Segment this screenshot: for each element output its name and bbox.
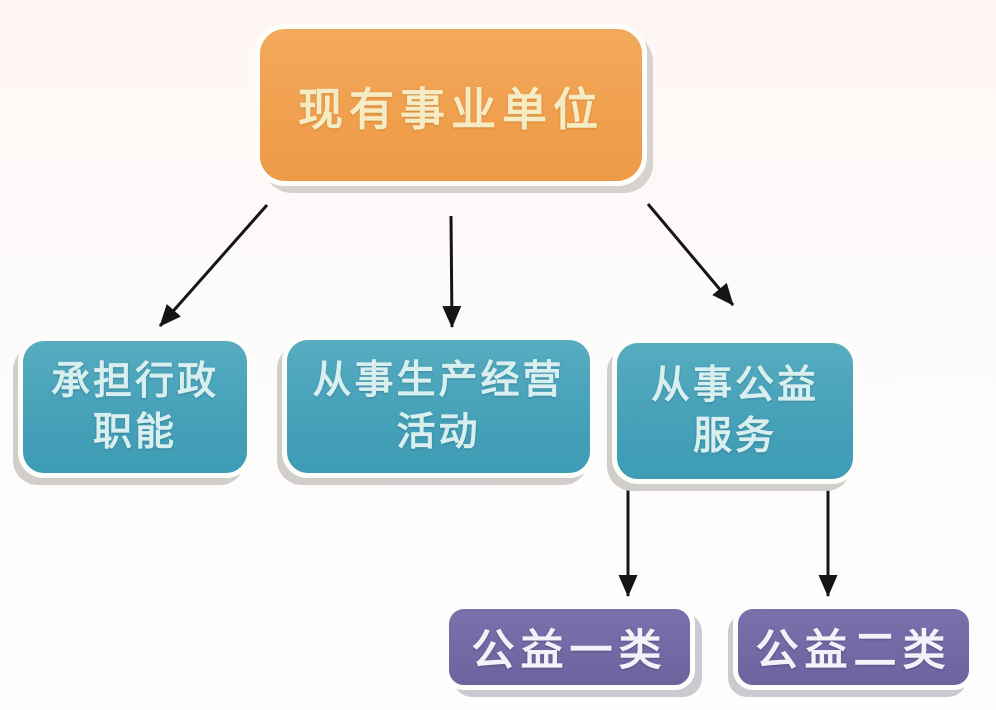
node-branch-admin-label-line2: 职能: [92, 411, 177, 454]
node-branch-business-label-line2: 活动: [396, 410, 481, 454]
node-leaf-welfare-2-label: 公益二类: [755, 627, 952, 675]
node-leaf-welfare-category-1: 公益一类: [444, 604, 695, 690]
node-branch-welfare-label-line2: 服务: [692, 415, 777, 458]
node-branch-welfare-label-line1: 从事公益: [650, 363, 819, 407]
node-leaf-welfare-category-2: 公益二类: [733, 604, 974, 690]
node-branch-business-activities: 从事生产经营 活动: [282, 335, 595, 478]
node-branch-public-welfare: 从事公益 服务: [612, 338, 858, 484]
node-branch-admin-functions: 承担行政 职能: [18, 336, 252, 478]
arrow-root-to-branch-business: [442, 215, 462, 328]
arrow-root-to-branch-admin: [158, 204, 269, 327]
node-leaf-welfare-1-label: 公益一类: [471, 627, 668, 675]
node-root-existing-institutions: 现有事业单位: [255, 24, 647, 186]
node-root-label: 现有事业单位: [297, 83, 604, 135]
arrow-root-to-branch-welfare: [646, 203, 735, 306]
node-branch-admin-label-line1: 承担行政: [50, 359, 219, 403]
node-branch-business-label-line1: 从事生产经营: [312, 359, 565, 403]
